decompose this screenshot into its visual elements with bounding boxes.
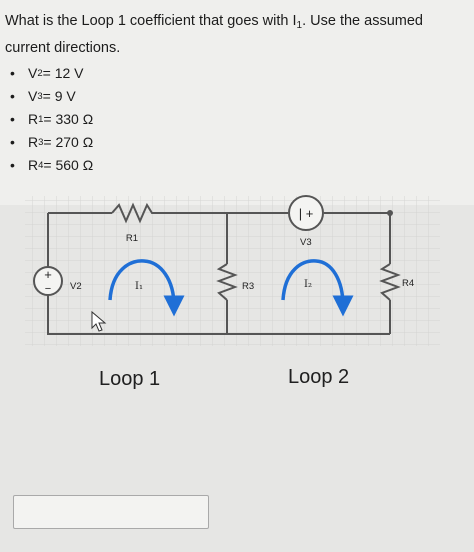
voltage-source-v3 xyxy=(288,195,324,231)
bullet: • xyxy=(10,134,15,150)
param-value: = 12 V xyxy=(42,65,84,81)
param-name: R xyxy=(28,111,39,127)
param-sub: 3 xyxy=(37,91,43,102)
junction-node xyxy=(387,210,393,216)
v2-plus: + xyxy=(44,267,52,282)
voltage-source-v2 xyxy=(33,266,63,296)
bullet: • xyxy=(10,111,15,127)
answer-input[interactable] xyxy=(13,495,209,529)
param-value: = 9 V xyxy=(42,88,76,104)
param-sub: 4 xyxy=(38,160,44,171)
mouse-cursor-icon xyxy=(91,310,107,332)
param-name: V xyxy=(28,65,38,81)
v2-minus: − xyxy=(45,283,51,295)
param-name: R xyxy=(28,157,39,173)
loop-arrow-i2 xyxy=(281,259,354,317)
param-value: = 270 Ω xyxy=(43,134,94,150)
param-sub: 2 xyxy=(37,68,43,79)
bullet: • xyxy=(10,88,15,104)
v3-symbol: | + xyxy=(299,206,314,221)
resistor-r3 xyxy=(216,263,238,301)
question-text-part: . Use the assumed current directions. xyxy=(5,13,423,56)
bullet: • xyxy=(10,157,15,173)
param-value: = 560 Ω xyxy=(43,157,94,173)
param-name: R xyxy=(28,134,39,150)
label-i1: I₁ xyxy=(135,281,143,292)
param-value: = 330 Ω xyxy=(43,111,94,127)
param-sub: 1 xyxy=(38,114,44,125)
param-sub: 3 xyxy=(38,137,44,148)
loop-2-label: Loop 2 xyxy=(288,366,350,388)
loop-arrow-i1 xyxy=(108,259,185,317)
question-text-part: What is the Loop 1 coefficient that goes… xyxy=(5,13,297,29)
label-r4: R4 xyxy=(402,278,414,289)
label-v3: V3 xyxy=(300,237,312,248)
circuit-wires xyxy=(47,212,391,335)
bullet: • xyxy=(10,65,15,81)
loop-1-label: Loop 1 xyxy=(99,368,161,390)
label-r1: R1 xyxy=(126,233,138,244)
circuit-grid xyxy=(25,196,440,346)
question-subscript: 1 xyxy=(296,20,303,31)
label-r3: R3 xyxy=(242,281,254,292)
label-v2: V2 xyxy=(70,281,82,292)
question-panel xyxy=(0,0,474,205)
resistor-r4 xyxy=(379,263,401,301)
question-text: What is the Loop 1 coefficient that goes… xyxy=(5,10,469,59)
param-name: V xyxy=(28,88,38,104)
circuit-diagram: R1 R3 R4 + − V2 | + V3 I₁ I₂ xyxy=(25,195,440,346)
label-i2: I₂ xyxy=(304,279,312,290)
resistor-r1 xyxy=(111,202,157,224)
